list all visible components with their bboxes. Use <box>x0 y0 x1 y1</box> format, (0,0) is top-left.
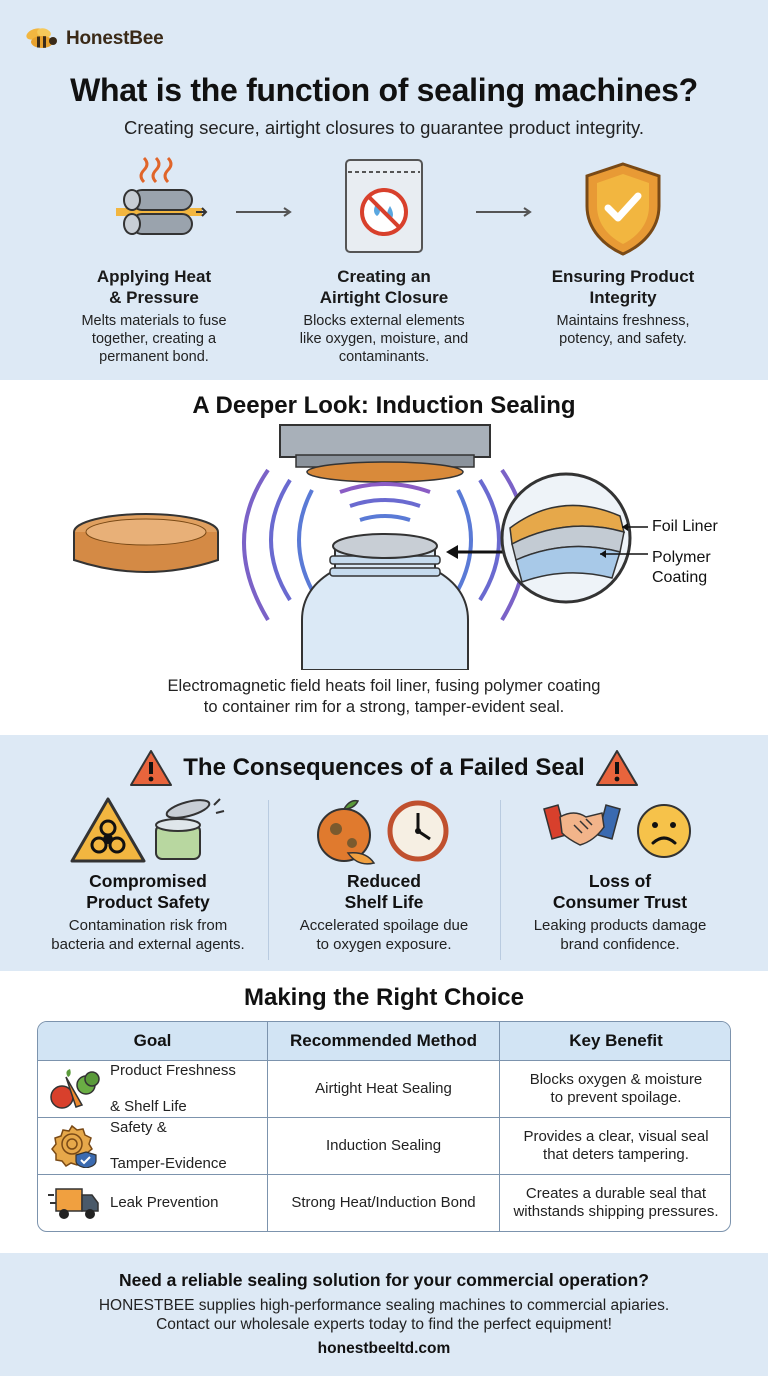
polymer-coating-label: Coating <box>652 569 708 586</box>
divider <box>268 800 269 960</box>
foil-liner-label: Foil Liner <box>652 518 718 535</box>
column-header: Goal <box>38 1022 268 1060</box>
consequence-desc: Accelerated spoilage due <box>299 917 469 934</box>
consequence-desc: to oxygen exposure. <box>316 936 452 953</box>
page-subtitle: Creating secure, airtight closures to gu… <box>124 117 644 138</box>
consequences-header: The Consequences of a Failed Seal <box>0 748 768 788</box>
goal-cell: Product Freshness & Shelf Life <box>38 1061 268 1117</box>
table-row: Leak Prevention Strong Heat/Induction Bo… <box>38 1174 730 1231</box>
goal-text: Safety & <box>110 1119 167 1136</box>
consequence-desc: bacteria and external agents. <box>51 936 245 953</box>
method-cell: Induction Sealing <box>268 1118 500 1174</box>
induction-title: A Deeper Look: Induction Sealing <box>192 392 576 419</box>
column-header: Recommended Method <box>268 1022 500 1060</box>
benefit-text: that deters tampering. <box>543 1146 689 1163</box>
consequence-title: Compromised <box>89 871 207 891</box>
goal-cell: Leak Prevention <box>38 1175 268 1231</box>
step-title: Integrity <box>589 288 657 307</box>
table-row: Safety & Tamper-Evidence Induction Sealin… <box>38 1117 730 1174</box>
handshake-sad-face-icon <box>543 804 691 858</box>
induction-diagram <box>73 424 648 670</box>
step-title: Creating an <box>337 267 431 286</box>
table-row: Product Freshness & Shelf Life Airtight H… <box>38 1060 730 1117</box>
induction-caption: to container rim for a strong, tamper-ev… <box>203 698 565 716</box>
produce-icon <box>50 1069 100 1109</box>
method-cell: Airtight Heat Sealing <box>268 1061 500 1117</box>
sealed-bag-icon <box>345 159 423 253</box>
step-desc: Blocks external elements <box>303 313 465 329</box>
warning-icon <box>130 750 173 786</box>
tamper-seal-icon <box>51 1124 97 1168</box>
step-desc: potency, and safety. <box>559 331 687 347</box>
step-desc: Melts materials to fuse <box>81 313 227 329</box>
step-title: Airtight Closure <box>319 288 449 307</box>
benefit-text: Provides a clear, visual seal <box>523 1128 709 1145</box>
heated-rollers-icon <box>116 156 208 235</box>
divider <box>500 800 501 960</box>
choice-table: Goal Recommended Method Key Benefit Prod… <box>37 1021 731 1232</box>
shield-check-icon <box>585 162 661 256</box>
benefit-text: Creates a durable seal that <box>525 1185 707 1202</box>
consequence-title: Product Safety <box>86 892 210 912</box>
consequence-desc: Leaking products damage <box>533 917 707 934</box>
consequence-desc: Contamination risk from <box>68 917 228 934</box>
goal-text: Leak Prevention <box>110 1194 219 1211</box>
goal-text: Tamper-Evidence <box>110 1155 227 1172</box>
goal-cell: Safety & Tamper-Evidence <box>38 1118 268 1174</box>
step-desc: contaminants. <box>338 349 430 365</box>
step-airtight-closure: Creating an Airtight Closure Blocks exter… <box>284 150 484 366</box>
footer-section <box>0 1253 768 1376</box>
method-cell: Strong Heat/Induction Bond <box>268 1175 500 1231</box>
cta-body: Contact our wholesale experts today to f… <box>156 1316 612 1333</box>
step-desc: together, creating a <box>91 331 217 347</box>
spoiled-fruit-clock-icon <box>317 799 449 865</box>
benefit-text: to prevent spoilage. <box>550 1089 682 1106</box>
website-link[interactable]: honestbeeltd.com <box>317 1340 451 1357</box>
consequence-title: Reduced <box>347 871 421 891</box>
benefit-text: withstands shipping pressures. <box>513 1203 719 1220</box>
delivery-truck-icon <box>48 1188 99 1219</box>
benefit-text: Blocks oxygen & moisture <box>529 1071 703 1088</box>
goal-text: & Shelf Life <box>110 1098 187 1115</box>
table-header-row: Goal Recommended Method Key Benefit <box>38 1022 730 1060</box>
induction-caption: Electromagnetic field heats foil liner, … <box>167 677 601 695</box>
step-title: & Pressure <box>109 288 199 307</box>
brand-logo[interactable]: HonestBee <box>22 26 164 52</box>
step-heat-pressure: Applying Heat & Pressure Melts materials … <box>54 150 254 366</box>
step-title: Ensuring Product <box>551 267 695 286</box>
consequence-desc: brand confidence. <box>560 936 680 953</box>
step-desc: permanent bond. <box>99 349 209 365</box>
cta-body: HONESTBEE supplies high-performance seal… <box>98 1297 670 1314</box>
brand-name: HonestBee <box>66 28 164 49</box>
polymer-coating-label: Polymer <box>652 549 711 566</box>
step-desc: like oxygen, moisture, and <box>299 331 469 347</box>
consequence-title: Loss of <box>588 871 652 891</box>
page-title: What is the function of sealing machines… <box>70 72 698 108</box>
cta-title: Need a reliable sealing solution for you… <box>119 1270 649 1290</box>
biohazard-icon <box>70 797 225 863</box>
bee-icon <box>26 28 57 48</box>
goal-text: Product Freshness <box>110 1062 236 1079</box>
warning-icon <box>595 750 638 786</box>
step-title: Applying Heat <box>96 267 212 286</box>
consequences-title: The Consequences of a Failed Seal <box>183 754 585 781</box>
column-header: Key Benefit <box>569 1031 663 1050</box>
arrow-right-icon <box>236 207 292 217</box>
choice-title: Making the Right Choice <box>243 984 524 1011</box>
step-desc: Maintains freshness, <box>556 313 690 329</box>
consequence-title: Consumer Trust <box>552 892 688 912</box>
consequence-title: Shelf Life <box>344 892 424 912</box>
arrow-right-icon <box>476 207 532 217</box>
